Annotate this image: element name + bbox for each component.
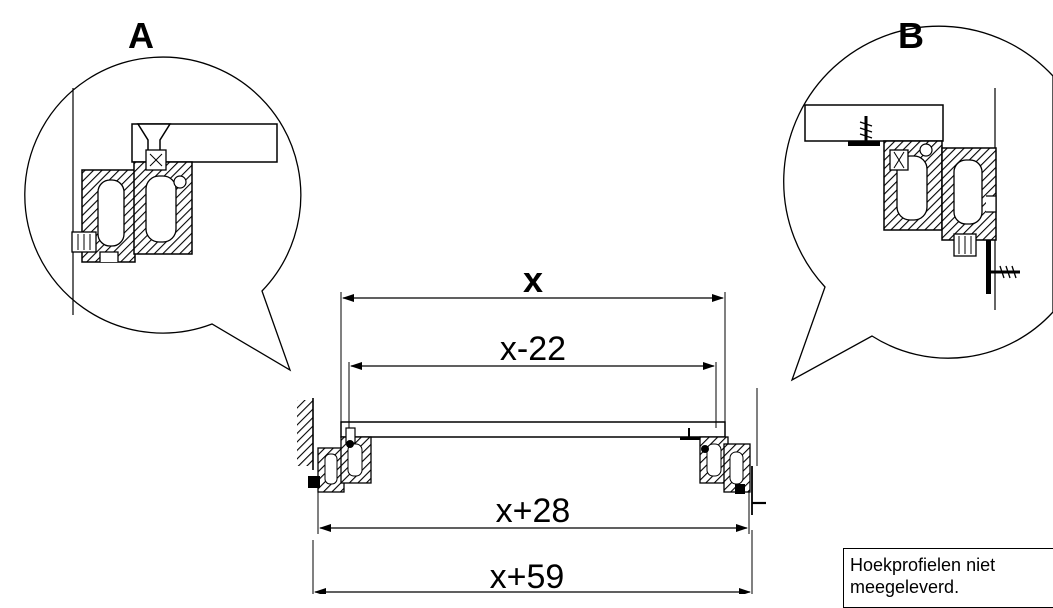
main-assembly: x x-22 x+28 x+59 xyxy=(297,259,766,594)
dimension-x-minus-22-label: x-22 xyxy=(500,330,566,368)
left-profile xyxy=(308,427,372,493)
dimension-x-plus-59: x+59 xyxy=(314,558,751,594)
detail-b-label: B xyxy=(898,15,924,56)
detail-b-section xyxy=(804,88,1020,310)
detail-a-callout-outline xyxy=(24,56,302,372)
detail-b: B xyxy=(783,15,1053,382)
right-profile xyxy=(680,388,766,515)
note-line-1: Hoekprofielen niet xyxy=(850,555,996,575)
detail-a-label: A xyxy=(128,15,154,56)
panel xyxy=(340,421,726,438)
dimension-x-label: x xyxy=(523,259,543,300)
note-box: Hoekprofielen niet meegeleverd. xyxy=(843,548,1053,608)
wall-hatch xyxy=(297,400,313,466)
dimension-x-plus-59-label: x+59 xyxy=(490,558,565,594)
dimension-x-minus-22: x-22 xyxy=(350,330,715,370)
detail-a-section xyxy=(71,88,278,315)
dimension-x: x xyxy=(342,259,724,302)
detail-b-callout-outline xyxy=(783,25,1053,382)
detail-a: A xyxy=(24,15,302,372)
technical-drawing: A B xyxy=(24,15,1053,594)
dimension-x-plus-28-label: x+28 xyxy=(496,492,571,530)
note-line-2: meegeleverd. xyxy=(850,577,960,597)
dimension-x-plus-28: x+28 xyxy=(319,492,748,532)
